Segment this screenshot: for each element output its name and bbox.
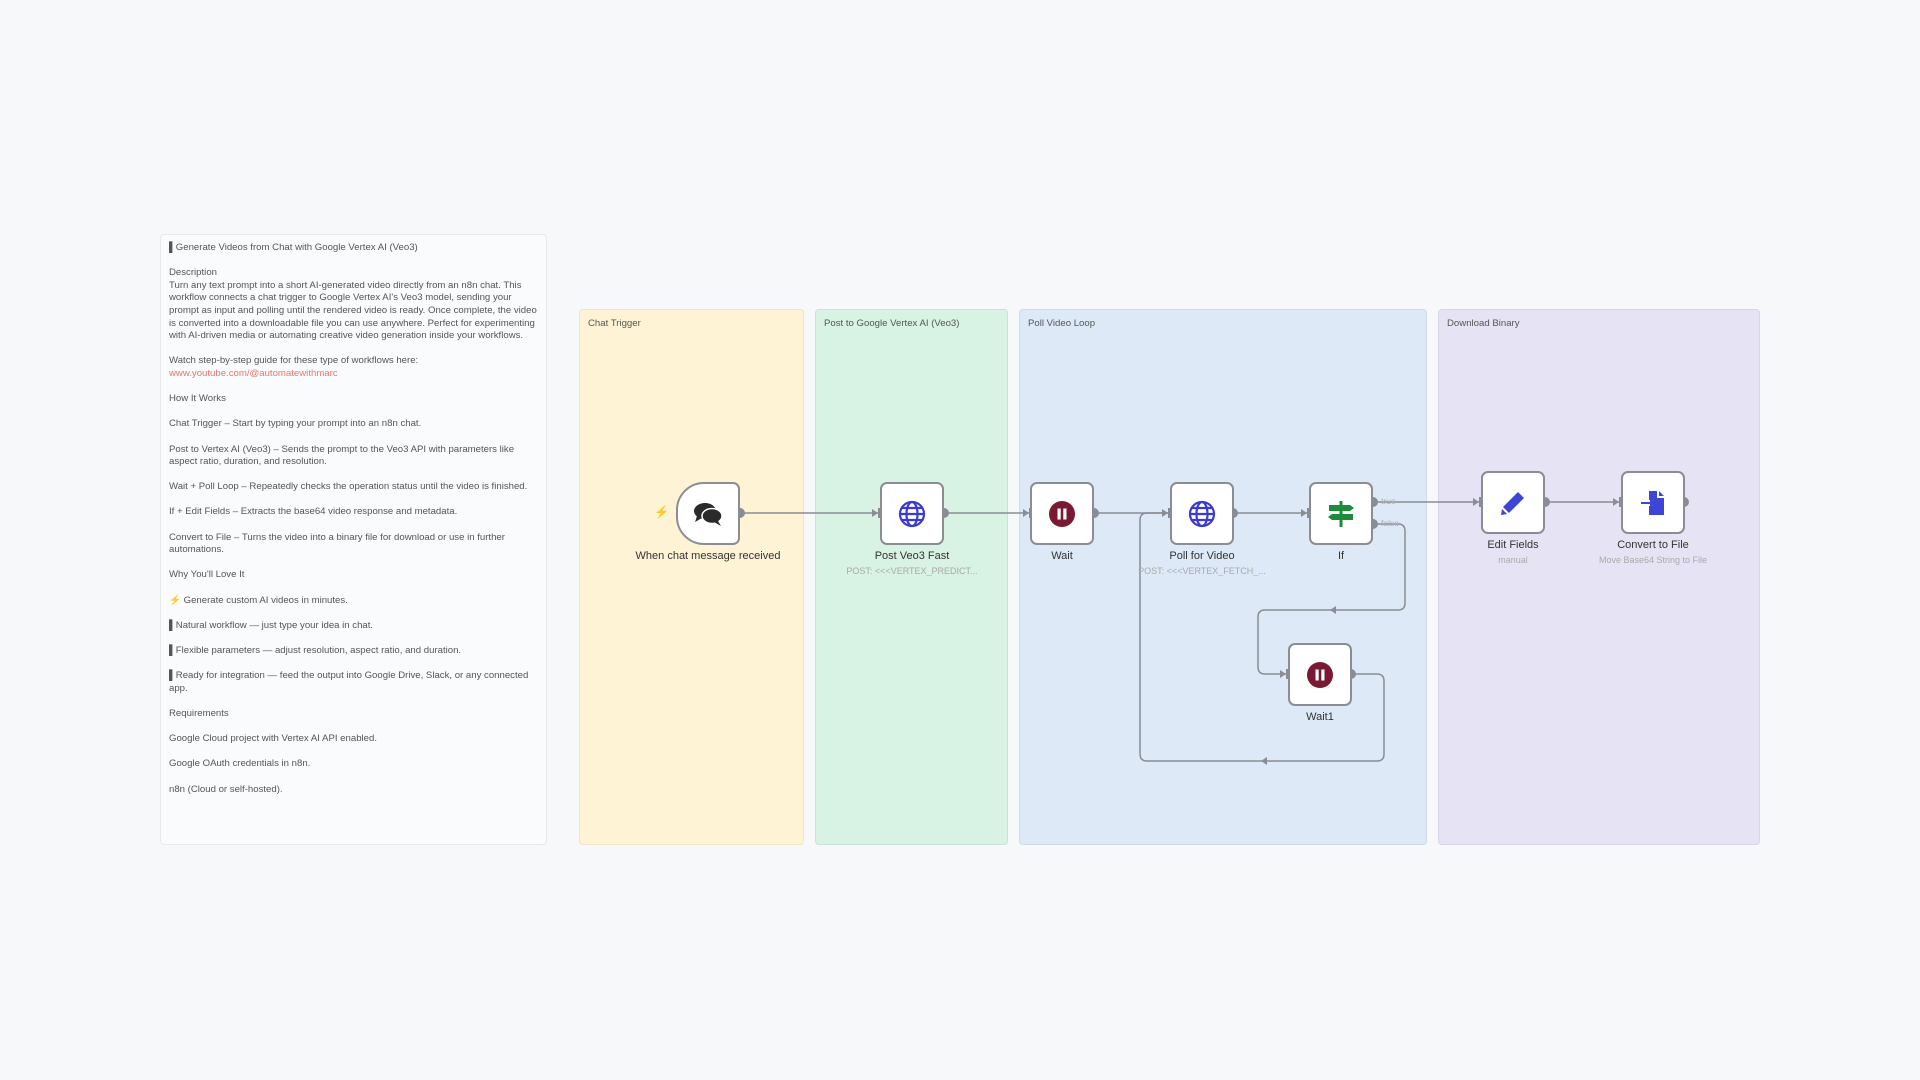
note-req-item: Google OAuth credentials in n8n. — [169, 758, 311, 770]
note-req-item: n8n (Cloud or self-hosted). — [169, 783, 283, 795]
note-how-heading: How It Works — [169, 393, 226, 405]
node-post-veo3-fast[interactable] — [880, 482, 944, 545]
note-why-item: ⚡ Generate custom AI videos in minutes. — [169, 594, 348, 606]
node-wait1[interactable] — [1288, 643, 1352, 706]
if-true-label: true — [1381, 496, 1396, 506]
pause-icon — [1307, 661, 1333, 688]
group-label: Chat Trigger — [588, 318, 641, 329]
chat-bubbles-icon — [694, 502, 723, 526]
signpost-icon — [1328, 500, 1354, 527]
group-download-binary[interactable]: Download Binary — [1438, 309, 1760, 845]
node-wait[interactable] — [1030, 482, 1094, 545]
note-how-item: If + Edit Fields – Extracts the base64 v… — [169, 506, 458, 518]
node-subtitle: POST: <<<VERTEX_PREDICT... — [846, 566, 978, 576]
node-label: Edit Fields — [1487, 539, 1539, 551]
node-label: Convert to File — [1617, 539, 1689, 551]
node-subtitle: manual — [1498, 555, 1528, 565]
note-why-heading: Why You'll Love It — [169, 569, 245, 581]
note-watch: Watch step-by-step guide for these type … — [169, 355, 419, 367]
note-description: Turn any text prompt into a short AI-gen… — [169, 279, 537, 342]
node-label: Wait1 — [1306, 711, 1334, 723]
globe-icon — [898, 500, 926, 527]
node-label: Post Veo3 Fast — [874, 550, 950, 562]
note-how-item: Chat Trigger – Start by typing your prom… — [169, 418, 422, 430]
note-req-heading: Requirements — [169, 707, 229, 719]
note-req-item: Google Cloud project with Vertex AI API … — [169, 733, 377, 745]
youtube-link[interactable]: www.youtube.com/@automatewithmarc — [169, 367, 338, 379]
node-label: If — [1337, 550, 1345, 562]
note-why-item: ▌Ready for integration — feed the output… — [169, 670, 529, 694]
group-chat-trigger[interactable]: Chat Trigger — [579, 309, 804, 845]
globe-icon — [1188, 500, 1216, 527]
note-how-item: Wait + Poll Loop – Repeatedly checks the… — [169, 481, 528, 493]
node-label: Poll for Video — [1169, 550, 1235, 562]
sticky-note-description[interactable]: ▌Generate Videos from Chat with Google V… — [160, 234, 547, 845]
note-why-item: ▌Natural workflow — just type your idea … — [169, 619, 374, 631]
node-subtitle: POST: <<<VERTEX_FETCH_... — [1138, 566, 1266, 576]
trigger-bolt-icon: ⚡ — [654, 505, 669, 519]
node-label: Wait — [1051, 550, 1073, 562]
note-why-item: ▌Flexible parameters — adjust resolution… — [169, 645, 462, 656]
group-label: Download Binary — [1447, 318, 1520, 329]
node-edit-fields[interactable] — [1481, 471, 1545, 534]
note-how-item: Convert to File – Turns the video into a… — [169, 531, 505, 556]
node-when-chat-message-received[interactable] — [676, 482, 740, 545]
group-poll-loop[interactable]: Poll Video Loop — [1019, 309, 1427, 845]
group-label: Poll Video Loop — [1028, 318, 1096, 329]
if-false-label: false — [1381, 518, 1399, 528]
note-description-heading: Description — [169, 267, 217, 279]
pause-icon — [1049, 500, 1075, 527]
pencil-icon — [1501, 491, 1524, 515]
node-label: When chat message received — [635, 550, 781, 562]
group-label: Post to Google Vertex AI (Veo3) — [824, 318, 960, 329]
node-subtitle: Move Base64 String to File — [1598, 555, 1708, 565]
note-how-item: Post to Vertex AI (Veo3) – Sends the pro… — [169, 443, 515, 468]
file-import-icon — [1641, 490, 1664, 515]
group-post-vertex[interactable]: Post to Google Vertex AI (Veo3) — [815, 309, 1008, 845]
node-convert-to-file[interactable] — [1621, 471, 1685, 534]
note-title: ▌Generate Videos from Chat with Google V… — [169, 242, 418, 253]
node-if[interactable] — [1309, 482, 1373, 545]
node-poll-for-video[interactable] — [1170, 482, 1234, 545]
